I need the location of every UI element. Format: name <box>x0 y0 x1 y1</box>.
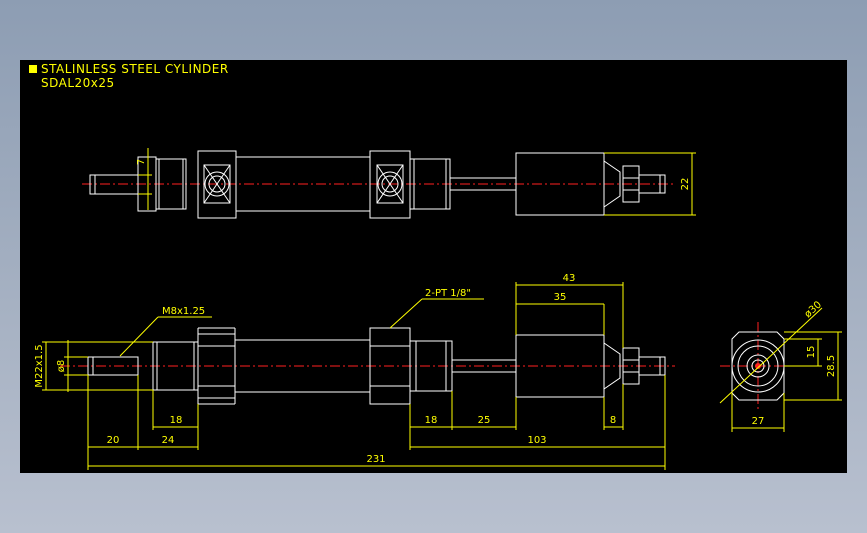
top-view: 7 22 <box>82 148 696 219</box>
dim-28-5: 28.5 <box>826 355 837 377</box>
dim-top-diameter: 7 <box>136 159 147 165</box>
title-line-1: STALINLESS STEEL CYLINDER <box>41 62 229 76</box>
dim-27: 27 <box>752 416 765 427</box>
dim-port: 2-PT 1/8" <box>425 288 471 299</box>
end-view: ø30 15 28.5 27 <box>719 299 842 432</box>
top-rear-port <box>377 171 403 197</box>
dim-top-height: 22 <box>680 178 691 191</box>
dim-15: 15 <box>806 346 817 359</box>
dim-103: 103 <box>527 435 546 446</box>
dim-8: 8 <box>610 415 616 426</box>
dim-25: 25 <box>478 415 491 426</box>
top-front-port <box>204 171 230 197</box>
title-marker-icon <box>29 65 37 73</box>
title-line-2: SDAL20x25 <box>41 76 115 90</box>
top-rear-nut <box>409 158 451 210</box>
top-left-gland <box>137 156 157 212</box>
cylinder-technical-drawing: STALINLESS STEEL CYLINDER SDAL20x25 <box>29 62 842 470</box>
top-end-stud <box>638 174 666 194</box>
dim-end-diameter: ø30 <box>803 299 824 320</box>
dim-35: 35 <box>554 292 567 303</box>
front-rod <box>87 356 139 376</box>
dim-20: 20 <box>107 435 120 446</box>
end-center-mark <box>755 363 761 369</box>
dim-18-right: 18 <box>425 415 438 426</box>
dim-rod-thread: M8x1.25 <box>162 306 205 317</box>
front-view: M8x1.25 2-PT 1/8" 43 35 M22x1.5 ø8 <box>34 273 675 470</box>
dim-43: 43 <box>563 273 576 284</box>
dim-rod-diameter: ø8 <box>56 360 67 372</box>
cad-drawing-frame: STALINLESS STEEL CYLINDER SDAL20x25 <box>20 60 847 473</box>
dim-231: 231 <box>366 454 385 465</box>
dim-mount-thread: M22x1.5 <box>34 344 45 387</box>
dim-24: 24 <box>162 435 175 446</box>
dim-18-left: 18 <box>170 415 183 426</box>
